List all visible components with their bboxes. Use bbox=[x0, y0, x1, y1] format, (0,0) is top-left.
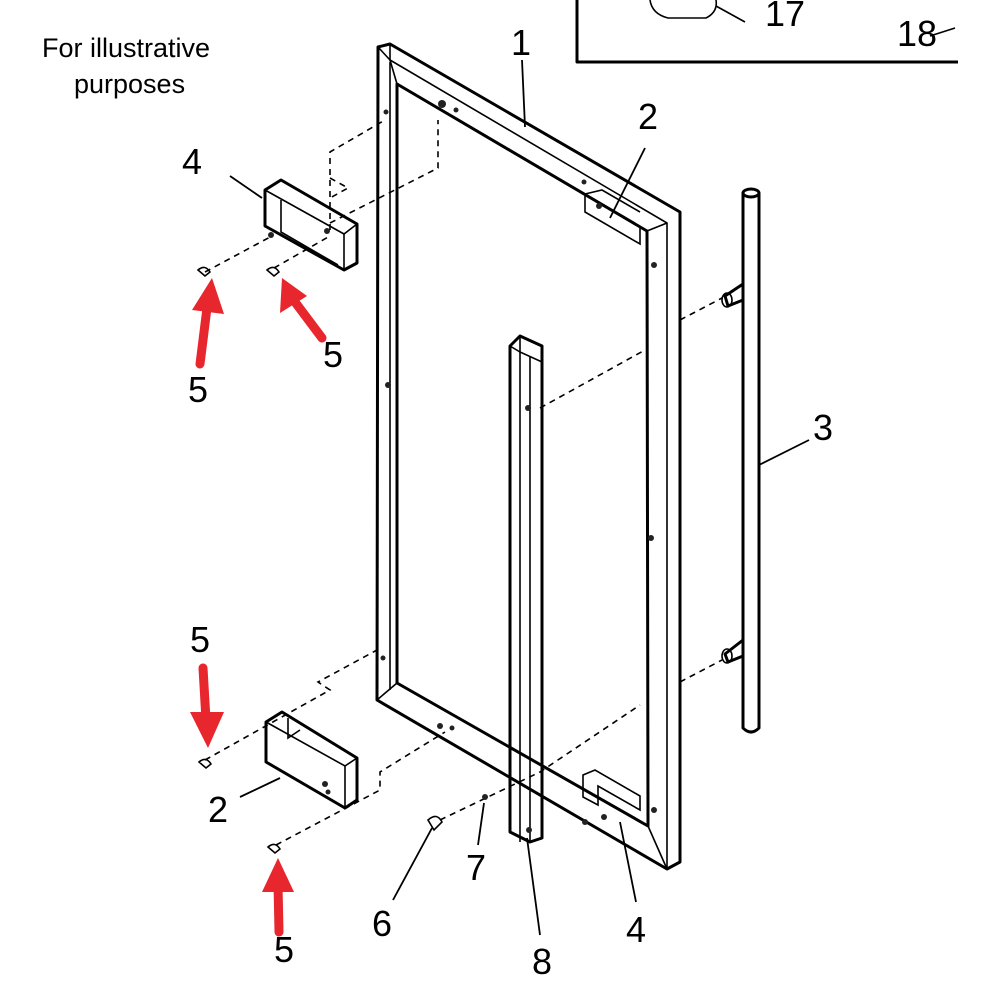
screws bbox=[196, 266, 488, 855]
callout-7: 7 bbox=[466, 847, 486, 888]
highlight-arrow-2-head bbox=[280, 278, 307, 313]
door-strip bbox=[508, 334, 544, 844]
callout-1: 1 bbox=[511, 22, 531, 63]
callout-5-c: 5 bbox=[190, 619, 210, 660]
callout-8: 8 bbox=[532, 941, 552, 982]
leader-lines bbox=[229, 59, 810, 936]
door-frame bbox=[375, 42, 682, 871]
inset-panel: 17 18 bbox=[575, 0, 958, 64]
callout-2-top: 2 bbox=[638, 96, 658, 137]
callout-6: 6 bbox=[372, 903, 392, 944]
bracket-top-left bbox=[263, 178, 359, 272]
highlight-arrow-2 bbox=[287, 293, 327, 343]
callout-5-b: 5 bbox=[323, 334, 343, 375]
callout-4-top: 4 bbox=[182, 141, 202, 182]
bracket-bottom-left bbox=[264, 710, 359, 810]
callout-2-bottom: 2 bbox=[208, 789, 228, 830]
alignment-lines bbox=[204, 119, 723, 846]
callout-5-a: 5 bbox=[188, 369, 208, 410]
callout-5-d: 5 bbox=[274, 929, 294, 970]
callout-17: 17 bbox=[765, 0, 805, 34]
callout-3: 3 bbox=[813, 407, 833, 448]
highlight-arrow-1-head bbox=[192, 278, 224, 314]
highlight-arrow-3 bbox=[198, 663, 211, 725]
illustrative-note-line1: For illustrative bbox=[42, 33, 210, 63]
callout-4-bottom: 4 bbox=[626, 909, 646, 950]
callout-18: 18 bbox=[897, 13, 937, 54]
highlight-arrow-4-head bbox=[262, 858, 294, 892]
highlight-arrows bbox=[190, 278, 327, 937]
highlight-arrow-3-head bbox=[190, 712, 224, 748]
door-handle bbox=[721, 187, 761, 734]
illustrative-note-line2: purposes bbox=[74, 69, 185, 99]
